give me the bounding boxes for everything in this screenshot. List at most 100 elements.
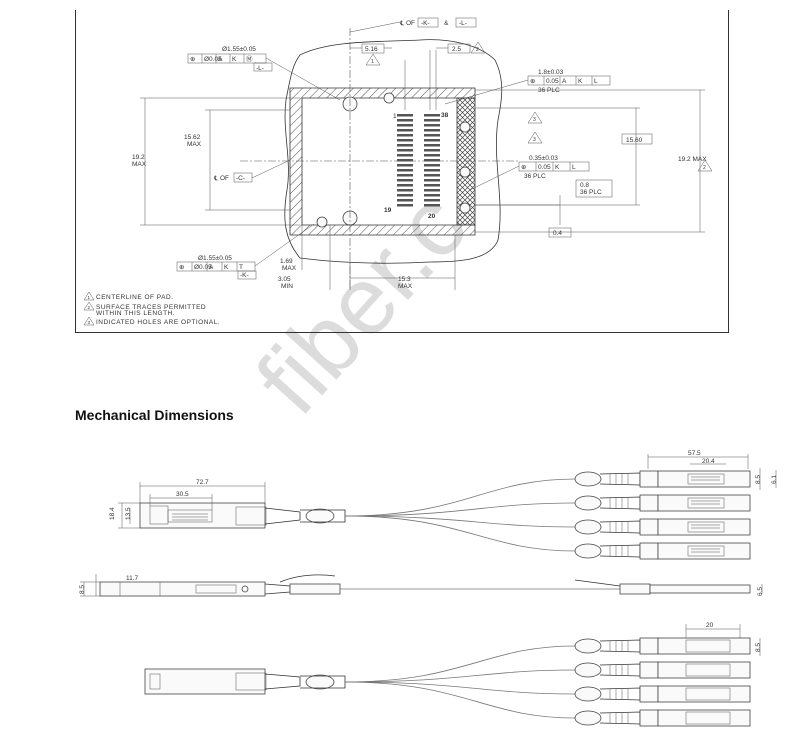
hole-top-right (383, 92, 395, 104)
dim-19-2-right: 19.2 MAX (678, 156, 707, 163)
pad-left-17 (397, 194, 413, 197)
sfp-window-2 (685, 687, 731, 701)
boot-3 (574, 543, 602, 559)
boot-2 (574, 686, 602, 702)
marker-1 (470, 41, 486, 54)
marker-4 (697, 159, 713, 172)
latch-0 (639, 637, 659, 655)
strain-relief-1 (599, 496, 641, 510)
sfp-window-3 (685, 711, 731, 725)
pad-right-1 (424, 114, 440, 117)
dim-20-4: 20.4 (702, 458, 715, 465)
plc-36-c: 36 PLC (580, 189, 602, 196)
marker-num-3: 3 (533, 137, 536, 143)
strain-relief-2 (599, 687, 641, 701)
dim-3-05: 3.05 (278, 276, 291, 283)
cable-leg-0 (344, 478, 576, 517)
pad-right-15 (424, 184, 440, 187)
dim-0-4: 0.4 (553, 230, 562, 237)
pad-left-12 (397, 169, 413, 172)
dim-8-5-bottom: 8.5 (755, 643, 762, 652)
note-2: SURFACE TRACES PERMITTED (96, 304, 206, 311)
sfp-body-side (649, 584, 751, 594)
fcfSlot-cell-1: 0.05 (538, 164, 551, 171)
hole-dia-top: Ø1.55±0.05 (222, 46, 256, 53)
fcfSlot-cell-2: K (555, 164, 560, 171)
fcfPad-cell-1: 0.05 (546, 78, 559, 85)
boot-1 (574, 662, 602, 678)
pin-1-label: 1 (393, 113, 397, 120)
pad-left-14 (397, 179, 413, 182)
datum-l: -L- (256, 65, 264, 72)
max-c: MAX (282, 265, 297, 272)
dim-30-5: 30.5 (176, 491, 189, 498)
pad-left-11 (397, 164, 413, 167)
pad-left-4 (397, 129, 413, 132)
dim-8-5-top: 8.5 (755, 475, 762, 484)
pad-left-9 (397, 154, 413, 157)
note-marker-1 (83, 301, 95, 311)
note-marker-num-1: 2 (88, 305, 91, 310)
boot-3 (574, 710, 602, 726)
strain-relief-2 (599, 520, 641, 534)
cl-top-label: ℄ OF (399, 20, 415, 27)
pad-right-5 (424, 134, 440, 137)
fcfBot-cell-3: K (224, 264, 229, 271)
datum-l-top: -L- (459, 20, 467, 27)
assembly-drawing: 72.7 30.5 18.4 13.5 57.5 20.4 8.5 6.1 (79, 450, 778, 727)
max-d: MAX (398, 283, 413, 290)
dim-15-3: 15.3 (398, 276, 411, 283)
note-marker-3 (83, 316, 95, 326)
sfp-plug-3 (657, 709, 751, 727)
pad-right-17 (424, 194, 440, 197)
sfp-plug-0 (657, 470, 751, 488)
note-marker-num-3: 3 (88, 320, 91, 325)
board-outline (284, 39, 503, 264)
fcfTop-cell-2: A (218, 56, 223, 63)
sfp-plug-1 (657, 661, 751, 679)
cable-leg-1 (344, 502, 576, 517)
strain-relief-0 (599, 639, 641, 653)
dim-6-5: 6.5 (757, 587, 764, 596)
sfp-window-0 (685, 639, 731, 653)
plc-36-a: 36 PLC (538, 87, 560, 94)
fcfTop-cell-3: K (232, 56, 237, 63)
fcfBot-cell-2: A (209, 264, 214, 271)
datum-k: -K- (240, 272, 249, 279)
latch-2 (639, 685, 659, 703)
fcfTop-cell-0: ⊕ (190, 56, 196, 63)
pad-column-left (397, 114, 413, 207)
pad-left-2 (397, 119, 413, 122)
pad-left-6 (397, 139, 413, 142)
marker-num-0: 1 (371, 59, 374, 65)
boot-1 (574, 495, 602, 511)
sfp-label-2 (687, 521, 725, 533)
hole-dia-bottom: Ø1.55±0.05 (198, 255, 232, 262)
dim-72-7: 72.7 (196, 479, 209, 486)
pad-right-12 (424, 169, 440, 172)
dim-0-8: 0.8 (580, 182, 589, 189)
fcfTop-cell-4: Ⓜ (246, 55, 253, 63)
pad-left-13 (397, 174, 413, 177)
sfp-label-0 (687, 473, 725, 485)
pad-right-16 (424, 189, 440, 192)
footprint-drawing: 1 38 19 20 ℄ OF -K- & -L- Ø1.55±0.05 ⊕Ø0… (83, 17, 713, 326)
pad-left-19 (397, 204, 413, 207)
fcfSlot-cell-3: L (572, 164, 576, 171)
plc-36-b: 36 PLC (524, 173, 546, 180)
hole-right-mid (459, 166, 471, 178)
note-marker-num-0: 1 (88, 295, 91, 300)
cable-leg-2 (344, 681, 576, 695)
dim-19-2-left: 19.2 (132, 154, 145, 161)
cable-leg-1 (344, 669, 576, 683)
pin-38-label: 38 (441, 112, 449, 119)
section-title: Mechanical Dimensions (75, 407, 234, 423)
pin-19-label: 19 (384, 207, 392, 214)
boot-2 (574, 519, 602, 535)
bottom-view: 20 8.5 (144, 622, 762, 727)
latch-0 (639, 470, 659, 488)
sfp-plug-1 (657, 494, 751, 512)
dim-57-5: 57.5 (688, 450, 701, 457)
latch-2 (639, 518, 659, 536)
datum-k-top: -K- (421, 20, 430, 27)
